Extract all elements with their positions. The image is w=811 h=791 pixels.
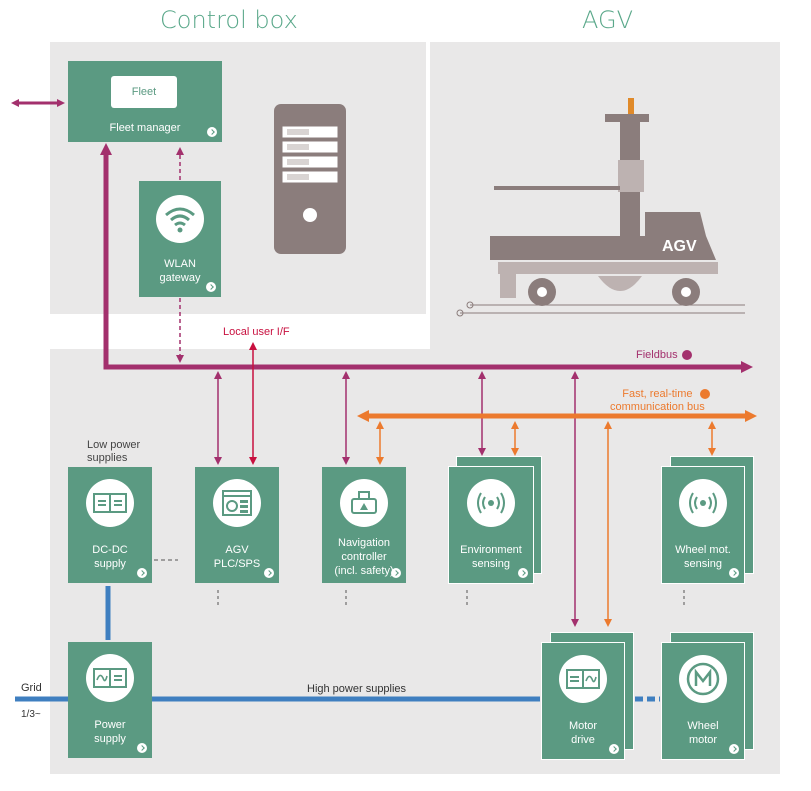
fieldbus-line xyxy=(100,143,753,373)
fieldbus-chevron-icon xyxy=(682,350,692,360)
motor-drive-label: Motor drive xyxy=(568,720,598,746)
dcdc-converter-icon xyxy=(86,479,134,527)
wifi-icon xyxy=(156,195,204,243)
navigation-icon xyxy=(340,479,388,527)
chevron-right-icon[interactable] xyxy=(264,568,274,578)
grid-phase-label: 1/3~ xyxy=(21,709,41,720)
plc-icon xyxy=(213,479,261,527)
wlan-gateway-label: WLAN gateway xyxy=(159,258,201,284)
agv-title: AGV xyxy=(582,6,634,34)
fleet-manager-label: Fleet manager xyxy=(109,122,181,134)
high-power-label: High power supplies xyxy=(307,683,407,695)
chevron-right-icon[interactable] xyxy=(137,568,147,578)
agv-vehicle-illustration xyxy=(456,98,745,317)
inverter-icon xyxy=(86,654,134,702)
agv-vehicle-label: AGV xyxy=(662,238,697,255)
grid-label: Grid xyxy=(21,682,42,694)
dcdc-supply-box[interactable]: DC-DC supply xyxy=(68,467,152,583)
server-icon xyxy=(274,104,346,254)
motor-drive-box[interactable]: Motor drive xyxy=(541,642,625,760)
chevron-right-icon[interactable] xyxy=(518,568,528,578)
power-supply-label: Power supply xyxy=(94,719,126,745)
sensor-wave-icon xyxy=(467,479,515,527)
inverter-icon xyxy=(559,655,607,703)
sensor-wave-icon xyxy=(679,479,727,527)
power-supply-box[interactable]: Power supply xyxy=(68,642,152,758)
chevron-right-icon[interactable] xyxy=(206,282,216,292)
chevron-right-icon[interactable] xyxy=(729,744,739,754)
wheel-motor-label: Wheel motor xyxy=(687,720,719,746)
fleet-inner-box: Fleet xyxy=(111,76,177,108)
navigation-controller-label: Navigation controller (incl. safety) xyxy=(334,537,394,577)
wheel-motor-box[interactable]: Wheel motor xyxy=(661,642,745,760)
control-box-title: Control box xyxy=(160,6,298,34)
fieldbus-label: Fieldbus xyxy=(636,349,678,361)
wheel-sensing-box[interactable]: Wheel mot. sensing xyxy=(661,466,745,584)
agv-plc-label: AGV PLC/SPS xyxy=(213,544,261,570)
realtime-chevron-icon xyxy=(700,389,710,399)
realtime-bus-label: Fast, real-time communication bus xyxy=(610,388,705,413)
environment-sensing-box[interactable]: Environment sensing xyxy=(448,466,534,584)
chevron-right-icon[interactable] xyxy=(391,568,401,578)
wlan-gateway-box[interactable]: WLAN gateway xyxy=(139,181,221,297)
agv-plc-box[interactable]: AGV PLC/SPS xyxy=(195,467,279,583)
chevron-right-icon[interactable] xyxy=(609,744,619,754)
chevron-right-icon[interactable] xyxy=(137,743,147,753)
navigation-controller-box[interactable]: Navigation controller (incl. safety) xyxy=(322,467,406,583)
low-power-label: Low power supplies xyxy=(87,439,141,464)
chevron-right-icon[interactable] xyxy=(729,568,739,578)
wheel-sensing-label: Wheel mot. sensing xyxy=(675,544,731,570)
environment-sensing-label: Environment sensing xyxy=(460,544,522,570)
local-ui-label: Local user I/F xyxy=(223,326,290,338)
fleet-manager-box[interactable]: Fleet Fleet manager xyxy=(68,61,222,142)
chevron-right-icon[interactable] xyxy=(207,127,217,137)
dcdc-supply-label: DC-DC supply xyxy=(92,544,128,570)
motor-m-icon xyxy=(679,655,727,703)
